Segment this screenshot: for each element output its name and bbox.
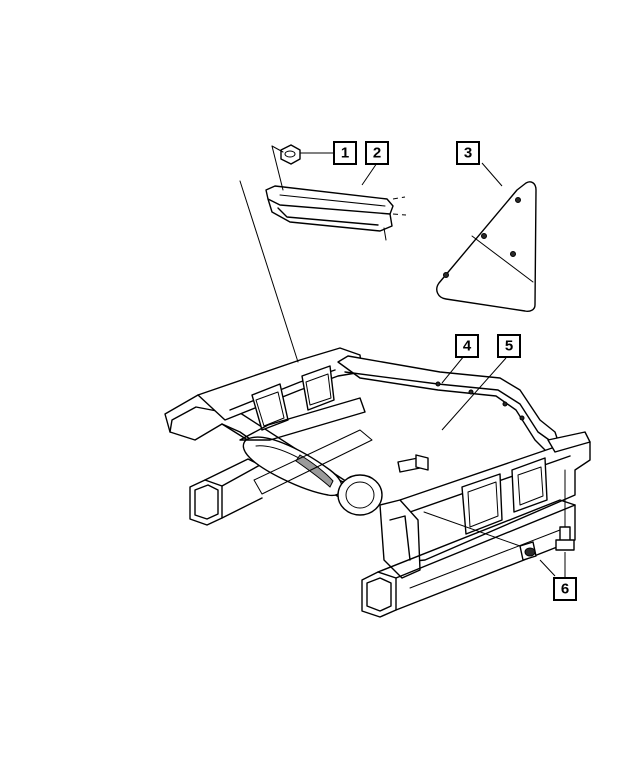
leader-lines xyxy=(239,145,566,578)
callout-3-label: 3 xyxy=(464,145,472,162)
callout-1-label: 1 xyxy=(341,145,349,162)
callout-2-label: 2 xyxy=(373,145,381,162)
callout-3: 3 xyxy=(456,141,480,165)
nut-part xyxy=(271,144,301,165)
callout-1: 1 xyxy=(333,141,357,165)
callout-4: 4 xyxy=(455,334,479,358)
callout-6: 6 xyxy=(553,577,577,601)
callout-4-label: 4 xyxy=(463,338,472,355)
callout-5-label: 5 xyxy=(505,338,513,355)
frame-assembly-part xyxy=(164,347,591,618)
callout-6-label: 6 xyxy=(561,581,569,598)
bolt-part xyxy=(519,511,575,561)
gusset-plate-part xyxy=(436,181,537,312)
callout-5: 5 xyxy=(497,334,521,358)
crossmember-brace-part xyxy=(265,185,407,241)
callout-2: 2 xyxy=(365,141,389,165)
